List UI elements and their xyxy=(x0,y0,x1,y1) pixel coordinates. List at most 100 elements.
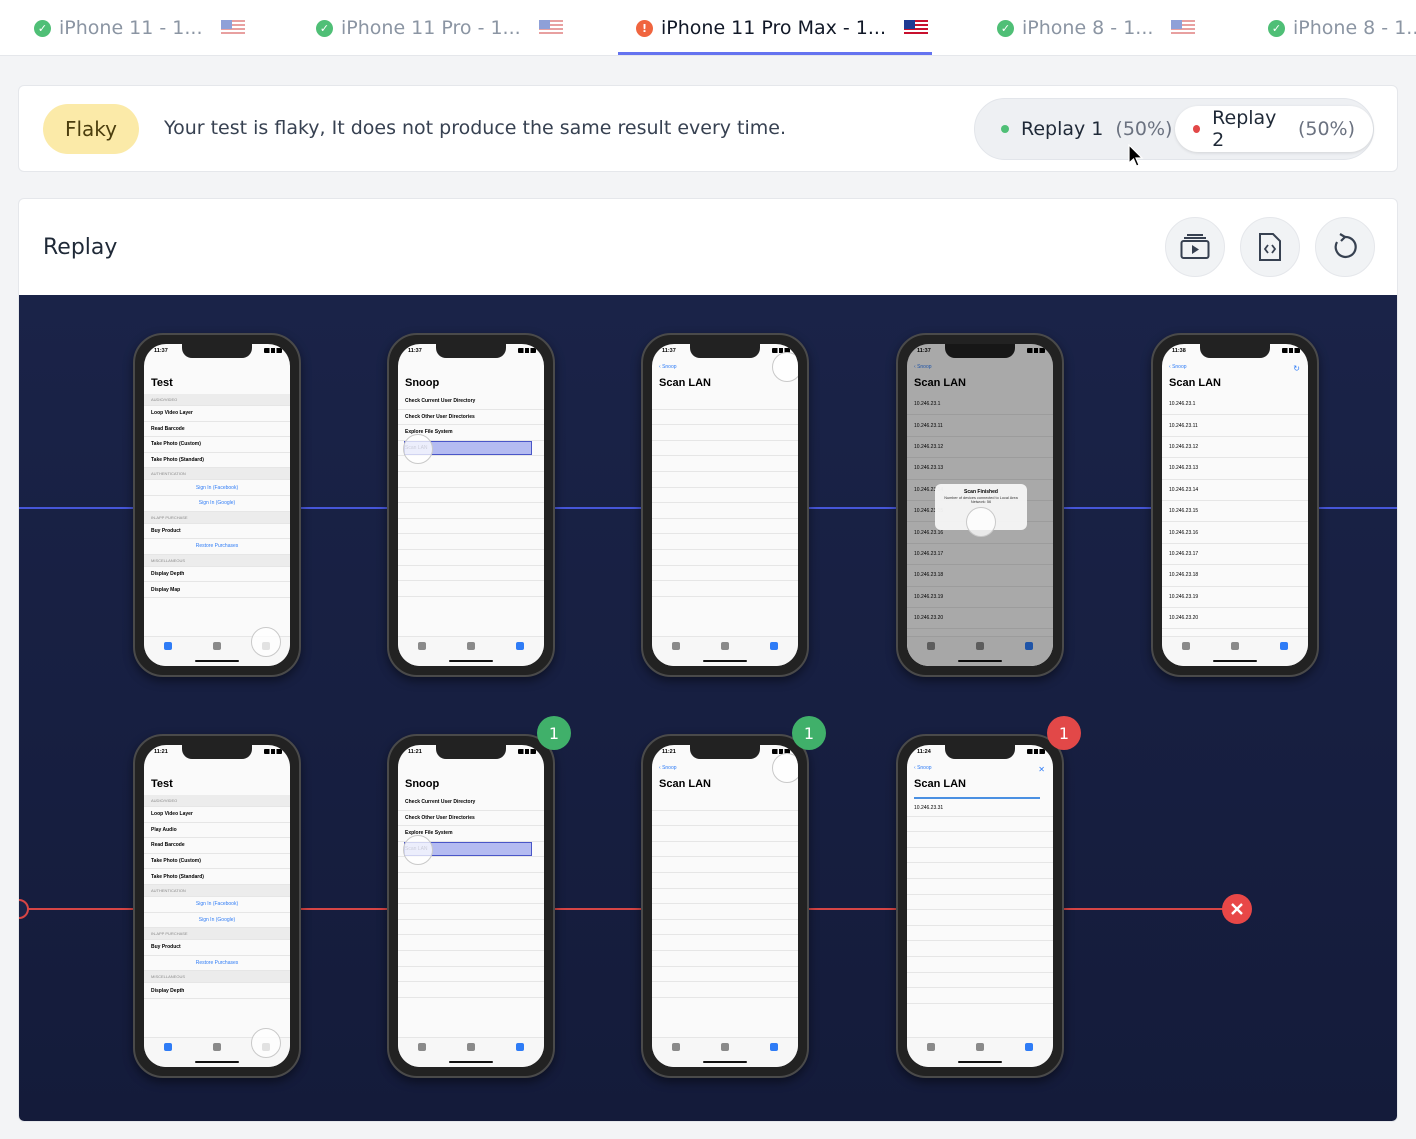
status-time: 11:37 xyxy=(408,348,422,354)
ip-row: 10.246.23.1 xyxy=(907,394,1053,416)
section-header: AUTHENTICATION xyxy=(144,468,290,481)
replay-2-step-1[interactable]: 11:21 Test AUDIO/VIDEO Loop Video Layer … xyxy=(133,734,301,1078)
tab-iphone-8-second[interactable]: ✓ iPhone 8 - 1... xyxy=(1268,0,1416,56)
tab-iphone-11-pro-max[interactable]: ! iPhone 11 Pro Max - 1... xyxy=(636,0,928,56)
status-dot xyxy=(1193,125,1201,133)
replay-2-step-4[interactable]: 11:24 ‹ Snoop ✕ Scan LAN 10.246.23.31 xyxy=(896,734,1064,1078)
replay-1-option[interactable]: Replay 1 (50%) xyxy=(983,106,1190,152)
refresh-icon: ↻ xyxy=(1293,364,1300,373)
tab-label: iPhone 8 - 1... xyxy=(1293,17,1416,39)
device-tabs: ✓ iPhone 11 - 1... ✓ iPhone 11 Pro - 1..… xyxy=(0,0,1416,56)
replay-panel: Replay 11:37 Test AUDIO/VIDEO Loop Video… xyxy=(18,198,1398,1122)
list-item: Display Map xyxy=(144,582,290,598)
list-item: Loop Video Layer xyxy=(144,406,290,422)
back-link: ‹ Snoop xyxy=(659,765,677,771)
status-time: 11:37 xyxy=(154,348,168,354)
section-header: MISCELLANEOUS xyxy=(144,554,290,567)
replay-2-step-3[interactable]: 11:21 ‹ Snoop Scan LAN xyxy=(641,734,809,1078)
replay-2-step-2[interactable]: 11:21 Snoop Check Current User Directory… xyxy=(387,734,555,1078)
screen-title: Snoop xyxy=(405,778,440,790)
replay-2-option[interactable]: Replay 2 (50%) xyxy=(1175,106,1373,152)
replay-1-step-5[interactable]: 11:38 ‹ Snoop ↻ Scan LAN 10.246.23.1 10.… xyxy=(1151,333,1319,677)
tab-iphone-8[interactable]: ✓ iPhone 8 - 1... xyxy=(997,0,1196,56)
ip-row: 10.246.23.18 xyxy=(907,565,1053,587)
status-time: 11:21 xyxy=(662,749,676,755)
list-item: Display Depth xyxy=(144,567,290,583)
ip-row: 10.246.23.1 xyxy=(1162,394,1308,416)
close-icon: ✕ xyxy=(1038,765,1045,774)
list-item: Take Photo (Custom) xyxy=(144,854,290,870)
ip-row: 10.246.23.20 xyxy=(907,608,1053,630)
list-item: Explore File System xyxy=(398,826,544,842)
ip-row: 10.246.23.19 xyxy=(907,587,1053,608)
list-link: Restore Purchases xyxy=(144,956,290,972)
replay-1-step-2[interactable]: 11:37 Snoop Check Current User Directory… xyxy=(387,333,555,677)
tab-iphone-11[interactable]: ✓ iPhone 11 - 1... xyxy=(34,0,245,56)
flaky-message: Your test is flaky, It does not produce … xyxy=(164,117,786,139)
check-icon: ✓ xyxy=(997,19,1014,37)
video-button[interactable] xyxy=(1165,217,1225,277)
touch-indicator xyxy=(772,753,798,783)
list-item: Explore File System xyxy=(398,425,544,441)
status-icons xyxy=(1027,348,1045,353)
list-link: Sign In (Google) xyxy=(144,913,290,929)
ip-row: 10.246.23.20 xyxy=(1162,608,1308,630)
tab-label: iPhone 11 - 1... xyxy=(59,17,203,39)
alert-title: Scan Finished xyxy=(964,489,998,495)
us-flag-icon xyxy=(904,20,928,36)
list-link: Sign In (Facebook) xyxy=(144,480,290,496)
list-link: Sign In (Facebook) xyxy=(144,897,290,913)
screen-title: Snoop xyxy=(405,377,440,389)
list-item: Check Current User Directory xyxy=(398,795,544,811)
ip-row: 10.246.23.17 xyxy=(1162,544,1308,566)
track-start-marker xyxy=(19,899,29,919)
status-icons xyxy=(1282,348,1300,353)
ip-row: 10.246.23.31 xyxy=(907,801,1053,817)
list-item: Display Depth xyxy=(144,983,290,999)
list-link: Restore Purchases xyxy=(144,539,290,555)
tab-iphone-11-pro[interactable]: ✓ iPhone 11 Pro - 1... xyxy=(316,0,563,56)
ip-row: 10.246.23.17 xyxy=(907,544,1053,566)
video-icon xyxy=(1180,234,1210,259)
back-link: ‹ Snoop xyxy=(914,765,932,771)
ip-row: 10.246.23.16 xyxy=(1162,522,1308,544)
status-icons xyxy=(772,749,790,754)
replay-stage: 11:37 Test AUDIO/VIDEO Loop Video Layer … xyxy=(19,295,1397,1121)
list-item: Buy Product xyxy=(144,940,290,956)
replay-2-track xyxy=(19,908,1239,910)
touch-indicator xyxy=(251,627,281,657)
status-time: 11:21 xyxy=(154,749,168,755)
mismatch-count-badge: 1 xyxy=(1047,716,1081,750)
ip-row: 10.246.23.18 xyxy=(1162,565,1308,587)
replay-1-step-3[interactable]: 11:37 ‹ Snoop Scan LAN xyxy=(641,333,809,677)
list-item: Check Current User Directory xyxy=(398,394,544,410)
list-item: Read Barcode xyxy=(144,422,290,438)
touch-indicator xyxy=(251,1028,281,1058)
us-flag-icon xyxy=(1171,20,1196,36)
status-dot xyxy=(1001,125,1009,133)
screen-title: Test xyxy=(151,377,173,389)
ip-row: 10.246.23.12 xyxy=(907,437,1053,459)
screen-title: Scan LAN xyxy=(659,778,711,790)
mouse-cursor-icon xyxy=(1128,144,1144,167)
ip-row: 10.246.23.11 xyxy=(907,415,1053,437)
replay-1-step-1[interactable]: 11:37 Test AUDIO/VIDEO Loop Video Layer … xyxy=(133,333,301,677)
ip-row: 10.246.23.12 xyxy=(1162,437,1308,459)
section-header: IN-APP PURCHASE xyxy=(144,511,290,524)
tab-label: iPhone 11 Pro Max - 1... xyxy=(661,17,886,39)
scan-progress xyxy=(914,797,1040,799)
match-count-badge: 1 xyxy=(792,716,826,750)
restart-button[interactable] xyxy=(1315,217,1375,277)
status-icons xyxy=(518,749,536,754)
status-time: 11:24 xyxy=(917,749,931,755)
replay-1-step-4[interactable]: 11:37 ‹ Snoop Scan LAN 10.246.23.1 10.24… xyxy=(896,333,1064,677)
list-item: Buy Product xyxy=(144,524,290,540)
replay-1-label: Replay 1 xyxy=(1021,118,1104,140)
us-flag-icon xyxy=(220,20,245,36)
flaky-banner: Flaky Your test is flaky, It does not pr… xyxy=(18,85,1398,172)
error-icon: ! xyxy=(636,19,653,37)
check-icon: ✓ xyxy=(316,19,333,37)
status-icons xyxy=(264,749,282,754)
status-time: 11:37 xyxy=(917,348,931,354)
code-file-button[interactable] xyxy=(1240,217,1300,277)
